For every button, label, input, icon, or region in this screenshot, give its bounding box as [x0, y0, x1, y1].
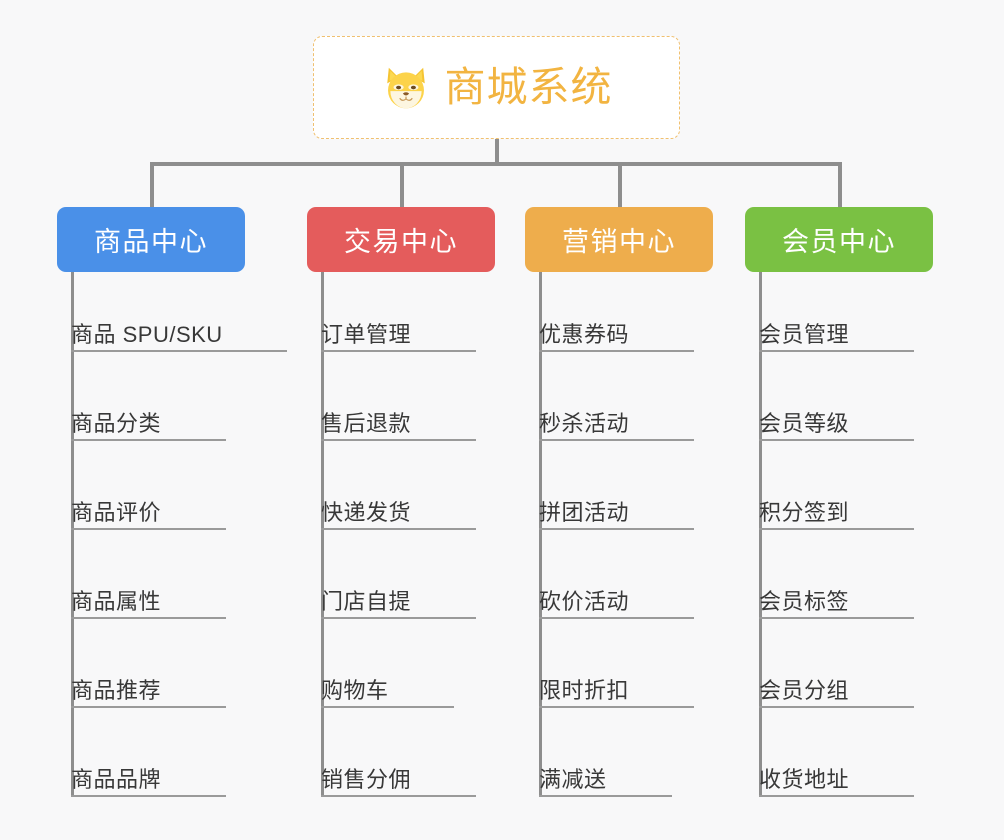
- leaf-item[interactable]: 会员管理: [759, 263, 914, 352]
- category-box-4[interactable]: 会员中心: [745, 207, 933, 272]
- leaf-item[interactable]: 收货地址: [759, 708, 914, 797]
- leaf-label: 销售分佣: [321, 766, 412, 792]
- leaf-label: 收货地址: [759, 766, 850, 792]
- leaf-label: 商品 SPU/SKU: [71, 321, 223, 347]
- category-box-2[interactable]: 交易中心: [307, 207, 495, 272]
- leaf-item[interactable]: 门店自提: [321, 530, 476, 619]
- leaf-label: 购物车: [321, 677, 389, 703]
- leaf-item[interactable]: 商品属性: [71, 530, 226, 619]
- leaf-item[interactable]: 商品品牌: [71, 708, 226, 797]
- leaf-label: 商品分类: [71, 410, 162, 436]
- connector-drop-3: [618, 162, 622, 207]
- connector-root-stem: [495, 139, 499, 164]
- leaf-item[interactable]: 秒杀活动: [539, 352, 694, 441]
- leaf-label: 秒杀活动: [539, 410, 630, 436]
- category-label-4: 会员中心: [782, 227, 896, 257]
- leaf-item[interactable]: 优惠券码: [539, 263, 694, 352]
- category-box-3[interactable]: 营销中心: [525, 207, 713, 272]
- leaf-item[interactable]: 拼团活动: [539, 441, 694, 530]
- leaf-item[interactable]: 会员分组: [759, 619, 914, 708]
- connector-horizontal-bar: [152, 162, 840, 166]
- leaf-label: 商品推荐: [71, 677, 162, 703]
- leaf-label: 会员管理: [759, 321, 850, 347]
- leaf-label: 订单管理: [321, 321, 412, 347]
- leaf-item[interactable]: 限时折扣: [539, 619, 694, 708]
- leaf-item[interactable]: 商品推荐: [71, 619, 226, 708]
- leaf-label: 商品属性: [71, 588, 162, 614]
- leaf-label: 砍价活动: [539, 588, 630, 614]
- leaf-item[interactable]: 满减送: [539, 708, 672, 797]
- leaf-label: 快递发货: [321, 499, 412, 525]
- leaf-item[interactable]: 销售分佣: [321, 708, 476, 797]
- leaf-item[interactable]: 商品 SPU/SKU: [71, 263, 287, 352]
- leaf-label: 拼团活动: [539, 499, 630, 525]
- root-node[interactable]: 商城系统: [313, 36, 680, 139]
- category-label-1: 商品中心: [94, 227, 208, 257]
- leaf-item[interactable]: 购物车: [321, 619, 454, 708]
- branch-trunk-3: [539, 272, 542, 797]
- category-box-1[interactable]: 商品中心: [57, 207, 245, 272]
- leaf-label: 商品评价: [71, 499, 162, 525]
- leaf-label: 商品品牌: [71, 766, 162, 792]
- leaf-item[interactable]: 商品评价: [71, 441, 226, 530]
- leaf-item[interactable]: 售后退款: [321, 352, 476, 441]
- leaf-label: 限时折扣: [539, 677, 630, 703]
- leaf-item[interactable]: 订单管理: [321, 263, 476, 352]
- leaf-label: 售后退款: [321, 410, 412, 436]
- leaf-item[interactable]: 砍价活动: [539, 530, 694, 619]
- leaf-label: 满减送: [539, 766, 607, 792]
- leaf-item[interactable]: 会员标签: [759, 530, 914, 619]
- category-label-2: 交易中心: [344, 227, 458, 257]
- leaf-label: 优惠券码: [539, 321, 630, 347]
- category-label-3: 营销中心: [562, 227, 676, 257]
- branch-trunk-2: [321, 272, 324, 797]
- leaf-item[interactable]: 商品分类: [71, 352, 226, 441]
- leaf-item[interactable]: 积分签到: [759, 441, 914, 530]
- leaf-label: 会员分组: [759, 677, 850, 703]
- leaf-label: 门店自提: [321, 588, 412, 614]
- leaf-item[interactable]: 快递发货: [321, 441, 476, 530]
- shiba-dog-face-icon: [386, 67, 425, 109]
- leaf-label: 会员标签: [759, 588, 850, 614]
- leaf-label: 会员等级: [759, 410, 850, 436]
- connector-drop-2: [400, 162, 404, 207]
- branch-trunk-4: [759, 272, 762, 797]
- leaf-label: 积分签到: [759, 499, 850, 525]
- root-title: 商城系统: [444, 64, 613, 110]
- leaf-item[interactable]: 会员等级: [759, 352, 914, 441]
- connector-drop-4: [838, 162, 842, 207]
- connector-drop-1: [150, 162, 154, 207]
- branch-trunk-1: [71, 272, 74, 797]
